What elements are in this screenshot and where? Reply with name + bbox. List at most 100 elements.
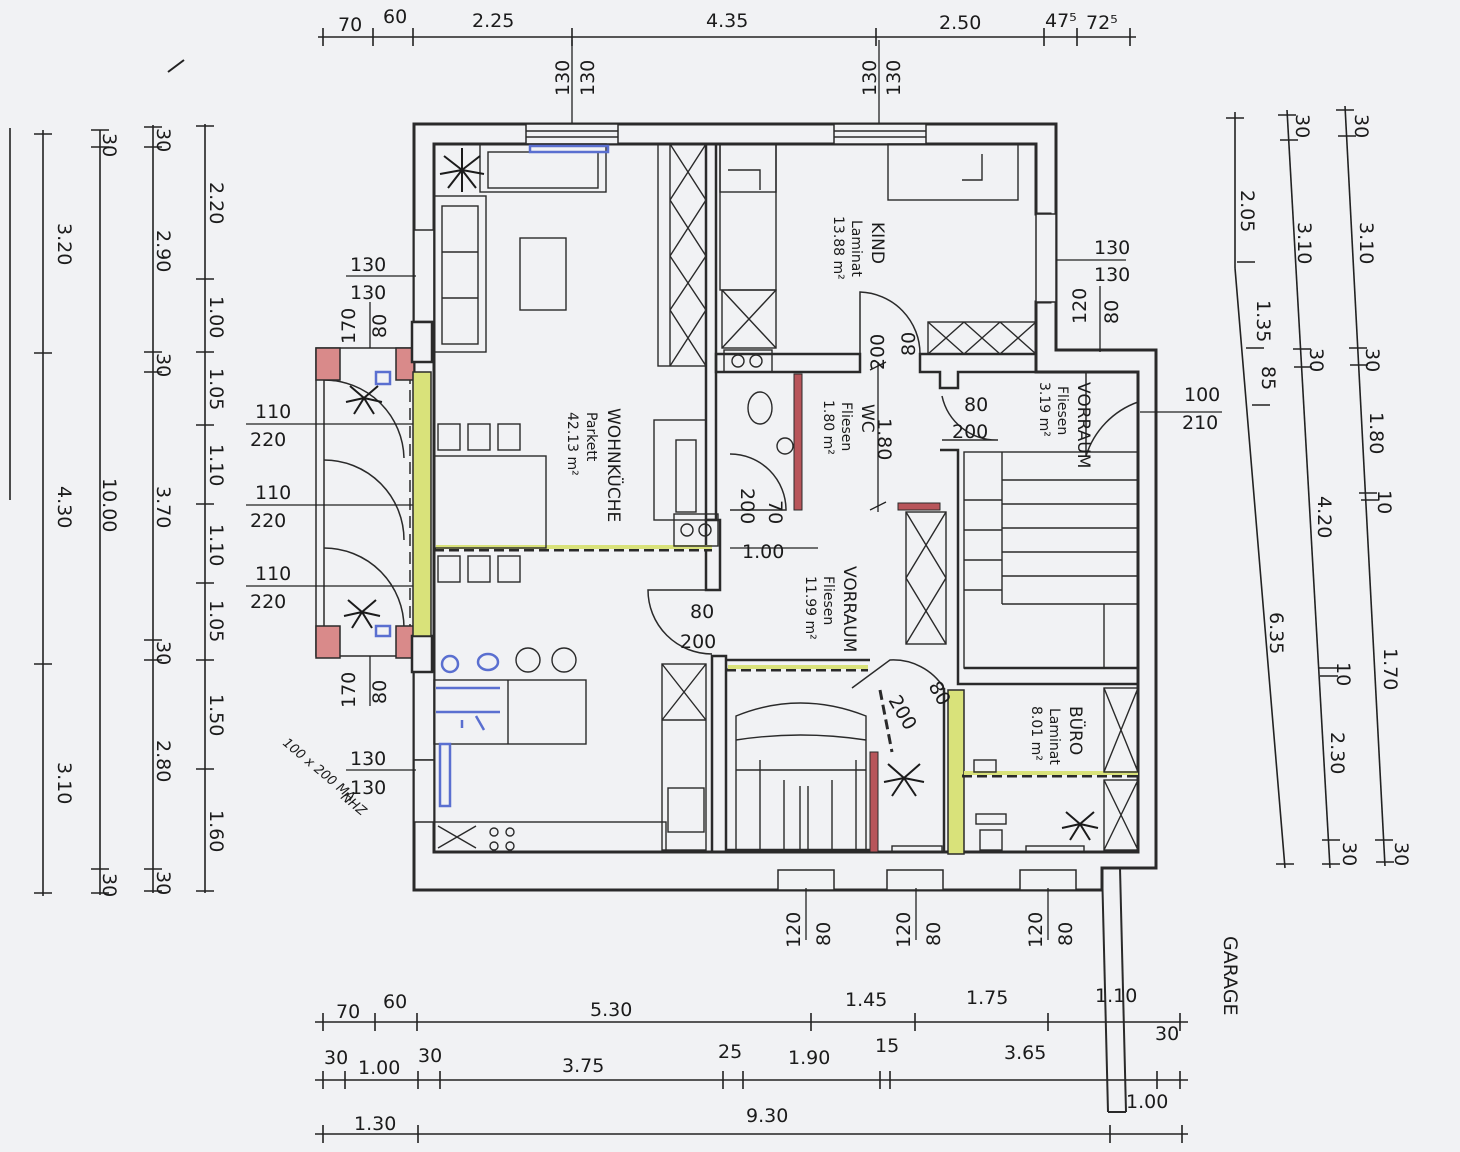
partition-fills: [436, 545, 1138, 775]
bottom-dim-label: 60: [383, 991, 407, 1013]
bottom-window-1-parapet: 80: [813, 922, 835, 946]
top-dim-label: 47⁵: [1045, 10, 1077, 32]
left-dim-label: 1.10: [205, 524, 227, 566]
right-dim-label: 2.30: [1326, 732, 1348, 774]
bottom-dim-label: 25: [718, 1041, 742, 1063]
left-dim-label: 30: [152, 871, 174, 895]
door-swings: [647, 291, 1139, 689]
door-buero-height: 200: [884, 692, 921, 734]
right-dim-label: 6.35: [1265, 612, 1287, 654]
room-wohnkueche-floor: Parkett: [583, 412, 599, 462]
bottom-dim-label: 1.75: [966, 987, 1008, 1009]
door-vorraum-width: 80: [964, 394, 988, 416]
room-buero: BÜRO Laminat 8.01 m²: [1028, 706, 1087, 765]
right-dim-label: 30: [1305, 348, 1327, 372]
left-window-top-width: 130: [350, 254, 386, 276]
right-dim-label: 30: [1390, 842, 1412, 866]
left-dim-label: 30: [152, 128, 174, 152]
pen-mark: [167, 59, 185, 73]
right-dim-label: 30: [1350, 114, 1372, 138]
left-dim-label: 1.10: [205, 444, 227, 486]
room-wc: WC Fliesen 1.80 m²: [820, 400, 877, 455]
left-dim-label: 30: [152, 641, 174, 665]
left-door-2-height: 220: [250, 510, 286, 532]
left-dim-label: 3.10: [53, 762, 75, 804]
right-dim-label: 10: [1373, 490, 1395, 514]
bottom-dim-label: 3.65: [1004, 1042, 1046, 1064]
bottom-window-2-parapet: 80: [923, 922, 945, 946]
top-dim-label: 2.25: [472, 10, 514, 32]
bottom-dim-label: 30: [324, 1047, 348, 1069]
left-dim-label: 1.00: [205, 296, 227, 338]
left-dimension-lines: [9, 124, 214, 896]
room-wc-area: 1.80 m²: [820, 400, 836, 455]
room-buero-area: 8.01 m²: [1028, 706, 1044, 761]
left-dim-label: 1.60: [205, 810, 227, 852]
door-kind-width: 80: [898, 332, 920, 356]
window-dimension-leaders: [571, 40, 880, 132]
right-window-width: 130: [1094, 237, 1130, 259]
bottom-window-2-sill: 120: [893, 912, 915, 948]
heaters: [374, 144, 610, 808]
left-window-bottom-width: 130: [350, 748, 386, 770]
room-vorraum: VORRAUM Fliesen 11.99 m²: [802, 566, 859, 652]
bottom-dim-label: 1.00: [1126, 1091, 1168, 1113]
room-buero-name: BÜRO: [1065, 706, 1087, 755]
right-dimension-lines: [1226, 105, 1394, 869]
left-window-bottom-height: 130: [350, 777, 386, 799]
door-ticks: [730, 361, 887, 549]
plant-icons: [343, 148, 1099, 841]
room-kind: KIND Laminat 13.88 m²: [830, 216, 887, 280]
right-dim-label: 1.70: [1379, 648, 1401, 690]
left-window-top-parapet: 80: [369, 314, 391, 338]
left-dim-label: 1.50: [205, 694, 227, 736]
top-dim-label: 70: [338, 14, 362, 36]
door-wc-width: 70: [764, 500, 786, 524]
bottom-dim-label: 5.30: [590, 999, 632, 1021]
bottom-dim-label: 1.00: [358, 1057, 400, 1079]
top-window-1-width: 130: [552, 60, 574, 96]
right-dim-label: 10: [1332, 662, 1354, 686]
room-kind-area: 13.88 m²: [830, 216, 846, 280]
furniture: [433, 143, 1139, 853]
room-wc-name: WC: [857, 404, 877, 433]
red-walls: [793, 373, 941, 853]
door-wc-height: 200: [736, 488, 758, 524]
bottom-dim-label: 70: [336, 1001, 360, 1023]
left-window-top-sill: 170: [338, 308, 360, 344]
bottom-dim-label: 1.10: [1095, 985, 1137, 1007]
garage-label: GARAGE: [1219, 936, 1241, 1016]
right-dim-label: 2.05: [1236, 190, 1258, 232]
left-dim-label: 3.70: [152, 486, 174, 528]
room-wohnkueche-area: 42.13 m²: [564, 412, 580, 476]
right-dim-label: 30: [1338, 842, 1360, 866]
room-buero-floor: Laminat: [1046, 708, 1062, 765]
bottom-dim-label: 15: [875, 1035, 899, 1057]
top-window-2-height: 130: [883, 60, 905, 96]
right-window-height: 130: [1094, 264, 1130, 286]
top-dim-label: 60: [383, 6, 407, 28]
left-dim-label: 30: [152, 353, 174, 377]
left-door-1-width: 110: [255, 401, 291, 423]
left-door-1-height: 220: [250, 429, 286, 451]
room-vorraum-floor: Fliesen: [820, 576, 836, 625]
bottom-dim-label: 1.45: [845, 989, 887, 1011]
partition-lines: [434, 548, 1140, 778]
window-frames: [413, 123, 1077, 891]
left-door-2-width: 110: [255, 482, 291, 504]
garage-wall: [1101, 867, 1127, 1113]
right-dim-label: 1.80: [1365, 412, 1387, 454]
left-dim-label: 1.05: [205, 600, 227, 642]
left-dim-label: 2.80: [152, 740, 174, 782]
left-window-bottom-sill: 170: [338, 672, 360, 708]
right-dim-label: 3.10: [1293, 222, 1315, 264]
entrance-door-height: 210: [1182, 412, 1218, 434]
left-dim-label: 30: [98, 873, 120, 897]
right-dim-label: 3.10: [1355, 222, 1377, 264]
top-dim-label: 2.50: [939, 12, 981, 34]
bottom-dim-label: 9.30: [746, 1105, 788, 1127]
bottom-dim-label: 3.75: [562, 1055, 604, 1077]
hall-width-label: 1.00: [742, 541, 784, 563]
right-dim-label: 1.35: [1252, 300, 1274, 342]
